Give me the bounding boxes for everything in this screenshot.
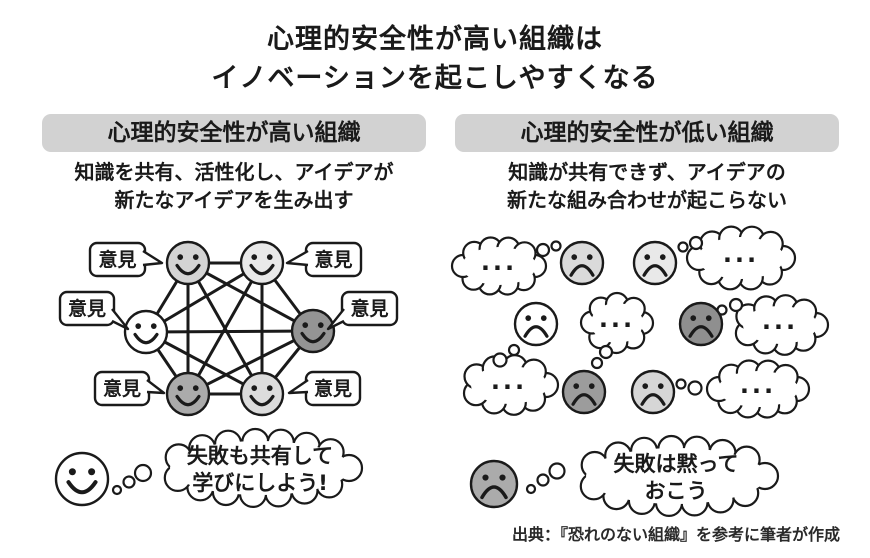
silence-dots: ...	[762, 307, 798, 335]
low-safety-subtitle-line-2: 新たな組み合わせが起こらない	[507, 188, 787, 212]
high-safety-subtitle-line-1: 知識を共有、活性化し、アイデアが	[74, 160, 394, 184]
thought-cloud-3: ...	[579, 291, 655, 355]
thought-trail-sad	[525, 462, 566, 495]
share-failure-line-2: 学びにしよう!	[192, 471, 328, 495]
happy-face-right	[290, 308, 336, 354]
page-title-line-1: 心理的安全性が高い組織は	[267, 24, 603, 55]
opinion-label: 意見	[314, 377, 352, 400]
hide-failure-thought-group: 失敗は黙って おこう	[469, 434, 780, 518]
thought-trail-happy	[111, 463, 153, 496]
opinion-bubble-top-left: 意見	[88, 241, 164, 278]
happy-face-top-right	[239, 240, 285, 286]
sad-face-bottom-left	[561, 369, 607, 415]
opinion-label: 意見	[98, 248, 136, 271]
share-failure-thought-cloud: 失敗も共有して 学びにしよう!	[163, 427, 364, 509]
silence-dots: ...	[723, 240, 759, 268]
opinion-bubble-left: 意見	[58, 290, 130, 331]
thought-trail-3	[590, 344, 614, 370]
hide-failure-line-2: おこう	[645, 479, 708, 503]
silence-dots: ...	[599, 305, 635, 333]
page-title-line-2: イノベーションを起こしやすくなる	[211, 63, 659, 94]
page-title: 心理的安全性が高い組織は イノベーションを起こしやすくなる	[0, 20, 870, 98]
opinion-bubble-bottom-left: 意見	[93, 370, 166, 407]
happy-face-top-left	[165, 240, 211, 286]
thought-trail-1	[535, 240, 562, 258]
silence-dots: ...	[491, 367, 527, 395]
high-safety-network-diagram: 意見 意見 意見 意見 意見 意見	[58, 240, 399, 417]
thought-trail-2	[677, 235, 704, 253]
sad-face-middle-right	[678, 301, 724, 347]
opinion-bubble-right: 意見	[326, 290, 399, 331]
thought-cloud-1: ...	[450, 236, 548, 296]
happy-face-left	[123, 309, 169, 355]
opinion-label: 意見	[103, 377, 141, 400]
sad-face-thinker	[469, 459, 519, 509]
sad-face-top-right	[632, 240, 678, 286]
happy-face-thinker	[54, 451, 110, 507]
sad-face-middle-left	[513, 301, 559, 347]
opinion-bubble-top-right: 意見	[285, 241, 363, 278]
thought-trail-6	[675, 378, 703, 396]
high-safety-subtitle: 知識を共有、活性化し、アイデアが 新たなアイデアを生み出す	[42, 158, 426, 214]
source-credit: 出典：『恐れのない組織』を参考に筆者が作成	[511, 525, 840, 544]
share-failure-thought-group: 失敗も共有して 学びにしよう!	[54, 427, 364, 509]
low-safety-subtitle-line-1: 知識が共有できず、アイデアの	[508, 160, 786, 184]
sad-face-top-left	[559, 240, 605, 286]
thought-trail-5	[492, 343, 521, 368]
opinion-label: 意見	[314, 248, 352, 271]
low-safety-isolation-diagram: ... ... ... ... ... ...	[450, 225, 830, 419]
hide-failure-line-1: 失敗は黙って	[614, 452, 739, 476]
thought-cloud-2: ...	[685, 225, 797, 291]
high-safety-subtitle-line-2: 新たなアイデアを生み出す	[114, 188, 354, 212]
share-failure-line-1: 失敗も共有して	[187, 444, 333, 468]
opinion-bubble-bottom-right: 意見	[287, 370, 362, 407]
silence-dots: ...	[481, 248, 517, 276]
hide-failure-thought-cloud: 失敗は黙って おこう	[579, 434, 780, 518]
high-safety-panel-header: 心理的安全性が高い組織	[42, 114, 426, 152]
happy-face-bottom-left	[165, 371, 211, 417]
network-edges	[144, 261, 315, 396]
opinion-label: 意見	[68, 297, 106, 320]
happy-face-bottom-right	[239, 371, 285, 417]
sad-face-bottom-right	[630, 369, 676, 415]
thought-cloud-4: ...	[734, 294, 830, 356]
thought-cloud-6: ...	[705, 359, 811, 419]
silence-dots: ...	[740, 371, 776, 399]
low-safety-panel-header: 心理的安全性が低い組織	[455, 114, 839, 152]
thought-cloud-5: ...	[462, 354, 560, 416]
opinion-label: 意見	[350, 297, 388, 320]
low-safety-subtitle: 知識が共有できず、アイデアの 新たな組み合わせが起こらない	[455, 158, 839, 214]
